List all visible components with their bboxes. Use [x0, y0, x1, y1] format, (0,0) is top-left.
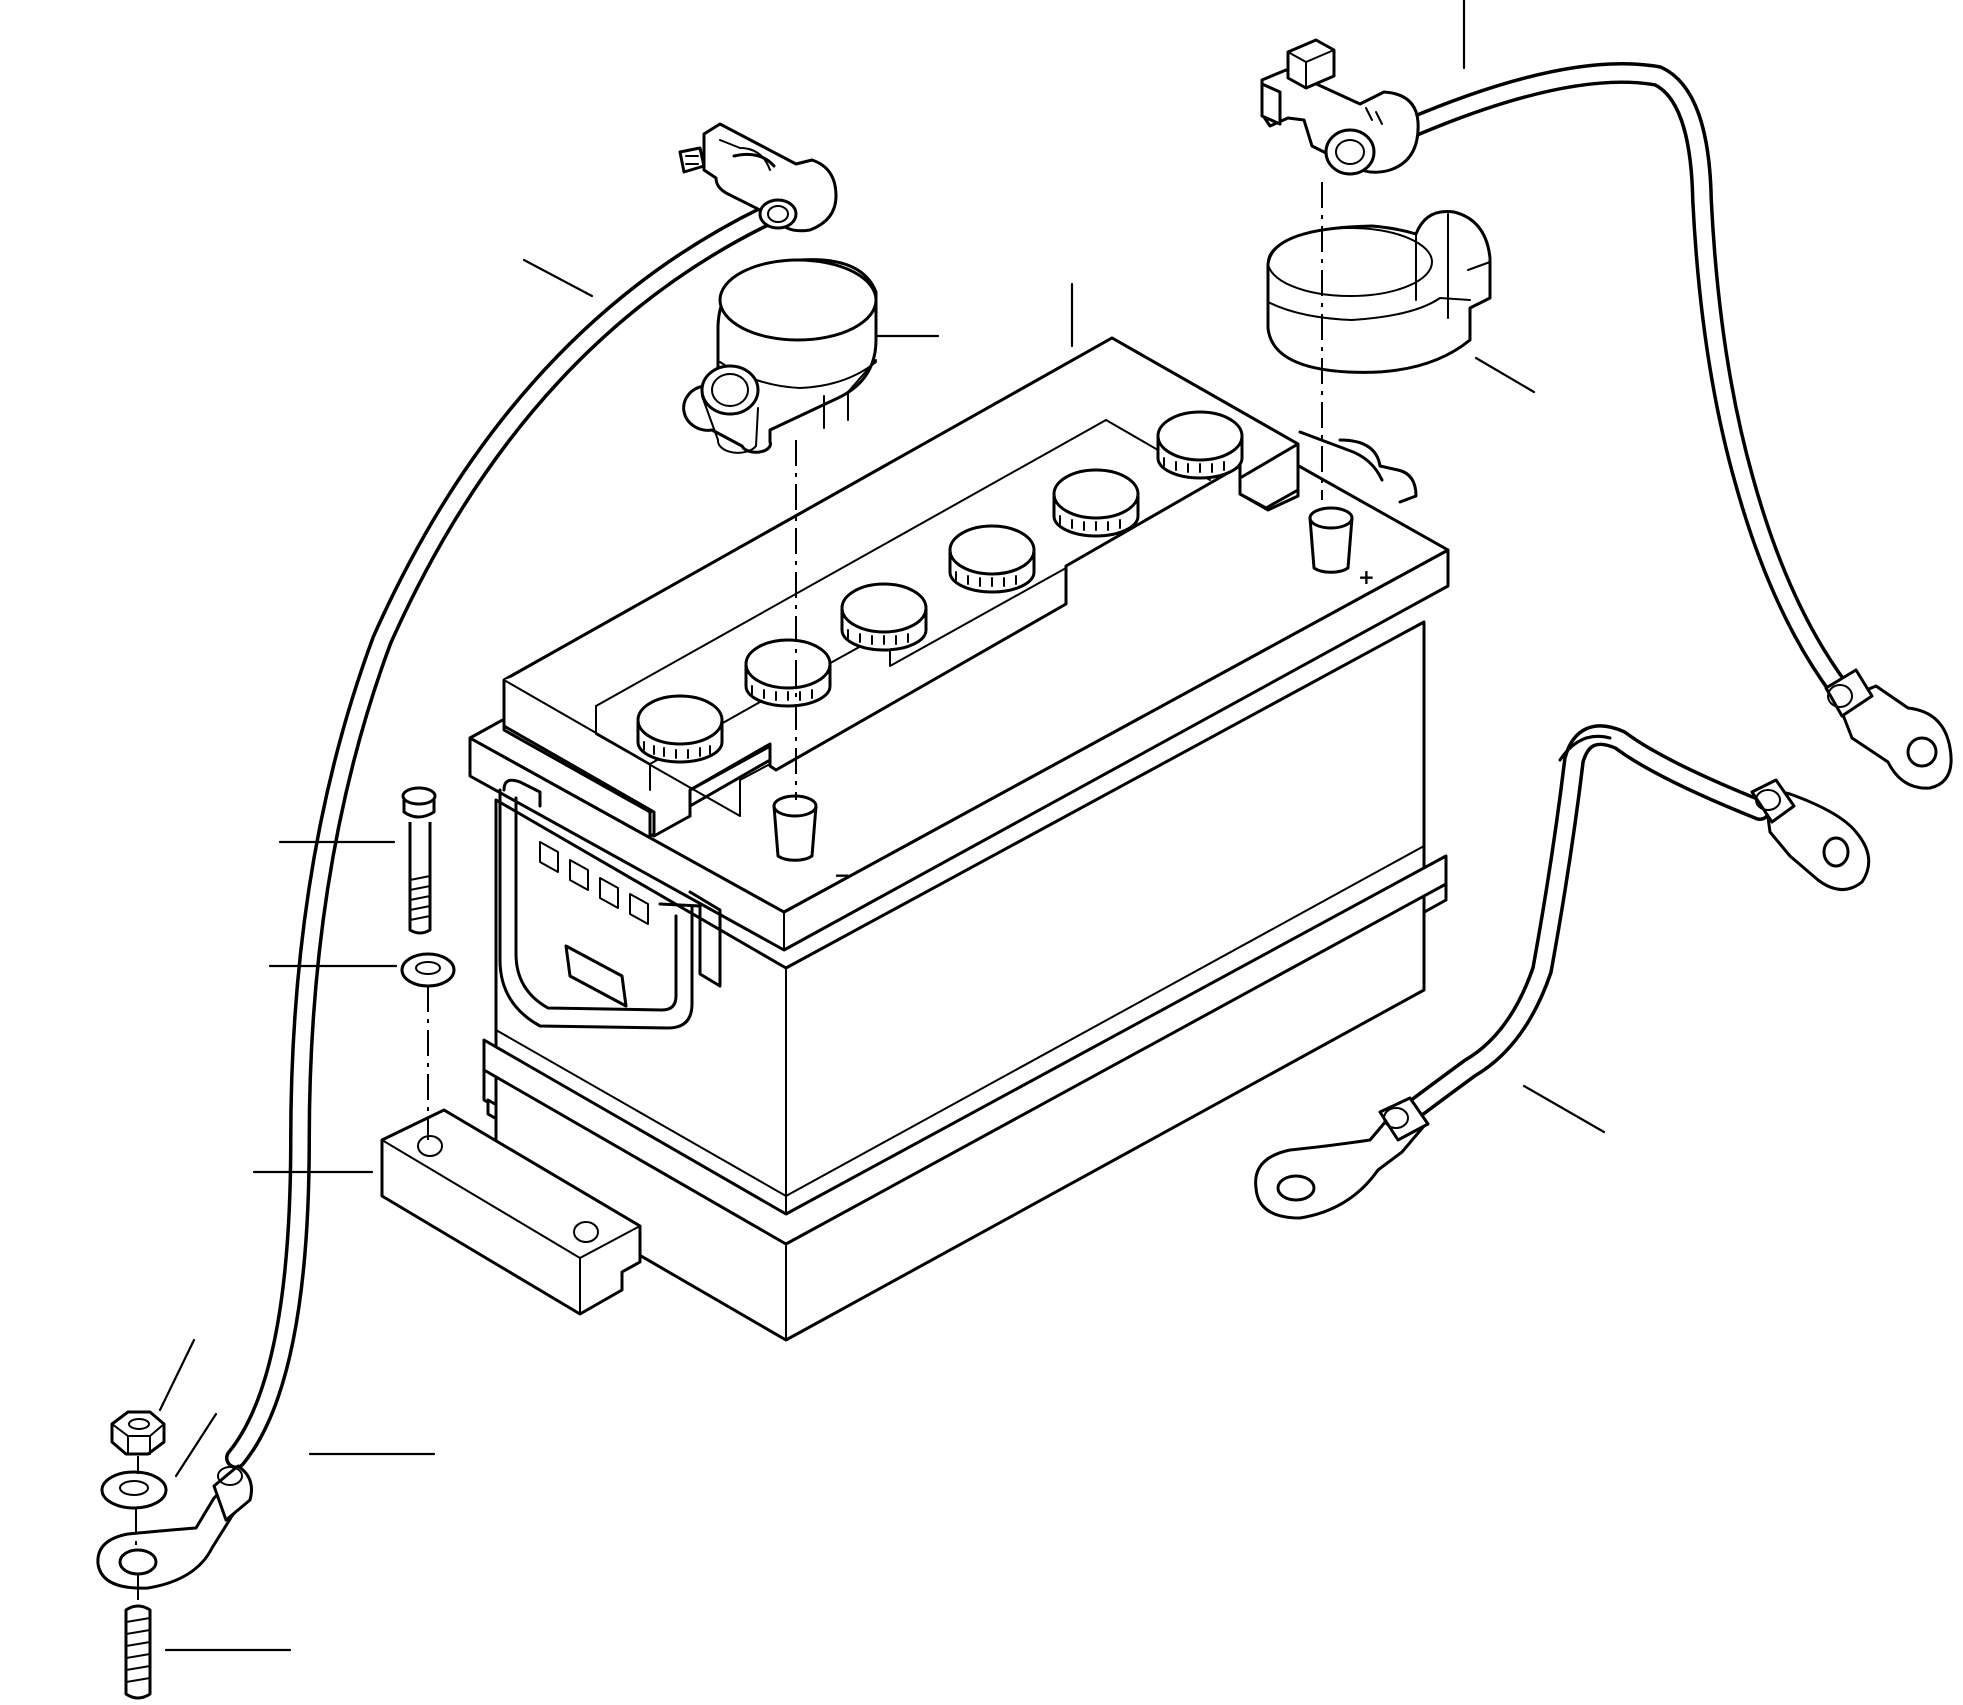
- hold-down-washer: [400, 952, 456, 988]
- frame-nut: [110, 1410, 166, 1456]
- leader-ground-cable: [1522, 1084, 1606, 1134]
- negative-clamp: [678, 122, 838, 233]
- hold-down-bolt: [401, 786, 437, 935]
- positive-terminal-cover: [1266, 209, 1492, 374]
- frame-stud: [124, 1604, 152, 1700]
- positive-ring-lug: [1824, 668, 1953, 790]
- negative-cable: [96, 122, 838, 1590]
- ground-upper-ring-lug: [1750, 778, 1871, 891]
- leader-positive-cover: [1474, 356, 1536, 394]
- ground-lower-ring-lug: [1254, 1096, 1430, 1220]
- positive-terminal-post: +: [1308, 506, 1375, 589]
- hold-down-clamp-block: [380, 1108, 642, 1316]
- vent-cap-6: [1156, 410, 1244, 480]
- leader-nut: [158, 1338, 196, 1412]
- negative-ring-lug: [96, 1464, 253, 1590]
- callout-leaders: [158, 0, 1606, 1652]
- negative-terminal-cover: [682, 258, 878, 454]
- assembly-center-lines: [135, 182, 1323, 1604]
- frame-washer: [100, 1470, 168, 1510]
- vent-cap-2: [744, 638, 832, 708]
- positive-clamp: [1260, 38, 1420, 176]
- vent-cap-5: [1052, 468, 1140, 538]
- vent-caps: [636, 410, 1244, 764]
- battery: − +: [468, 336, 1450, 1342]
- carry-handle-right: [1298, 430, 1418, 504]
- positive-cable: [1260, 38, 1953, 790]
- positive-mark: +: [1358, 565, 1375, 589]
- leader-negative-cable: [522, 258, 594, 298]
- leader-frame-washer: [174, 1412, 218, 1478]
- vent-cap-3: [840, 582, 928, 652]
- vent-cap-1: [636, 694, 724, 764]
- negative-mark: −: [834, 863, 851, 887]
- vent-cap-4: [948, 524, 1036, 594]
- carry-handle: [498, 778, 722, 1030]
- ground-cable: [1254, 724, 1871, 1220]
